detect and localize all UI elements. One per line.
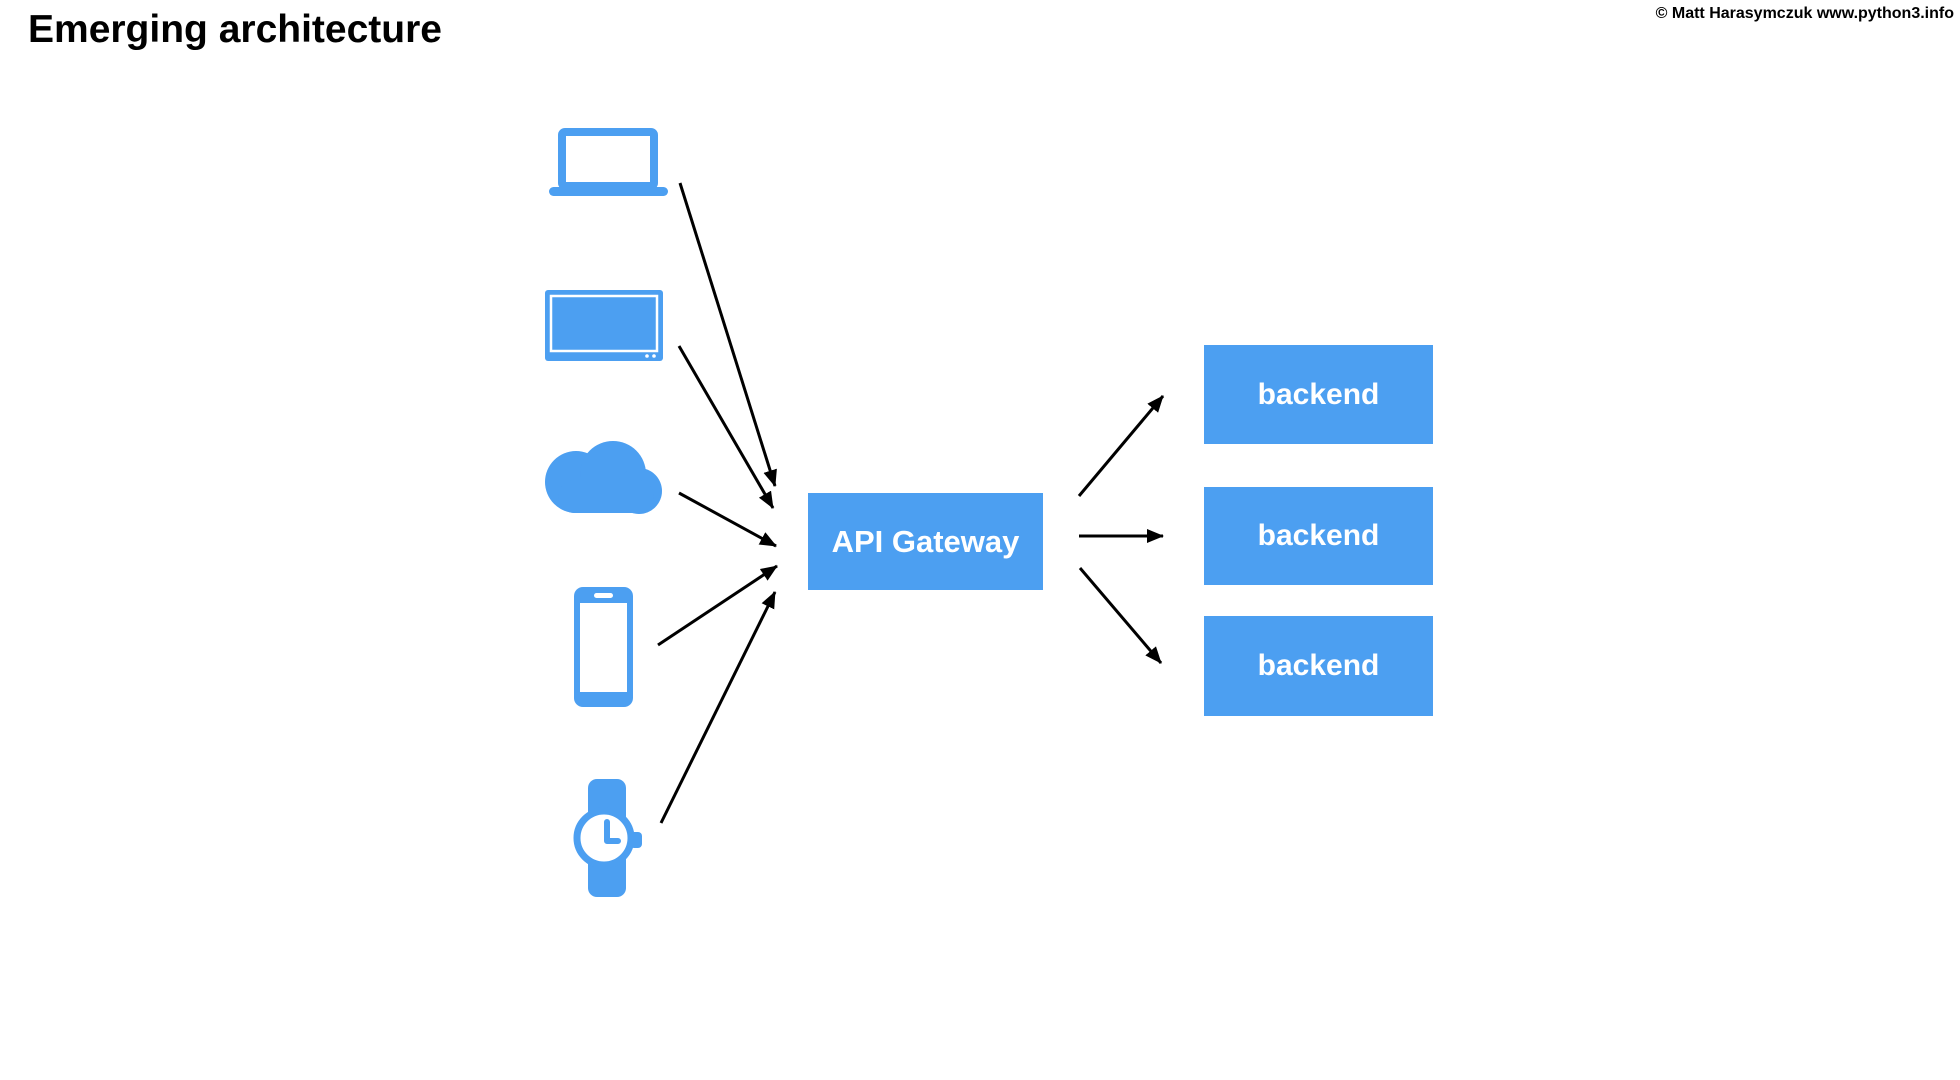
arrow-tv-to-gateway [677,345,775,509]
arrow-watch-to-gateway [659,591,777,824]
arrow-gateway-to-backend-3 [1078,567,1163,664]
copyright-text: © Matt Harasymczuk www.python3.info [1655,5,1954,22]
laptop-screen [558,128,658,190]
arrow-cloud-to-gateway [678,491,777,548]
tv-inner-frame [549,294,659,353]
backend-label: backend [1257,649,1380,682]
tv-indicator-dot [645,354,649,358]
api-gateway-label: API Gateway [831,523,1020,559]
cloud-icon [545,441,662,514]
backend-node: backend [1204,616,1433,716]
smartwatch-icon [573,779,642,897]
arrow-laptop-to-gateway [678,182,777,487]
backend-node: backend [1204,345,1433,444]
page-title: Emerging architecture [28,8,442,51]
arrow-gateway-to-backend-1 [1077,395,1165,497]
client-to-gateway-arrows [657,182,778,824]
laptop-base [549,187,668,196]
tv-body [545,290,663,361]
backend-node: backend [1204,487,1433,585]
api-gateway-node: API Gateway [808,493,1043,590]
arrow-phone-to-gateway [657,564,778,647]
gateway-to-backend-arrows [1077,395,1165,664]
watch-hands [604,819,621,844]
tv-indicator-dot [652,354,656,358]
phone-screen [580,603,627,692]
smartphone-icon [574,587,633,707]
tv-icon [545,290,663,361]
phone-speaker [594,593,613,598]
backend-label: backend [1257,519,1380,552]
laptop-icon [549,128,668,196]
backend-label: backend [1257,377,1380,411]
